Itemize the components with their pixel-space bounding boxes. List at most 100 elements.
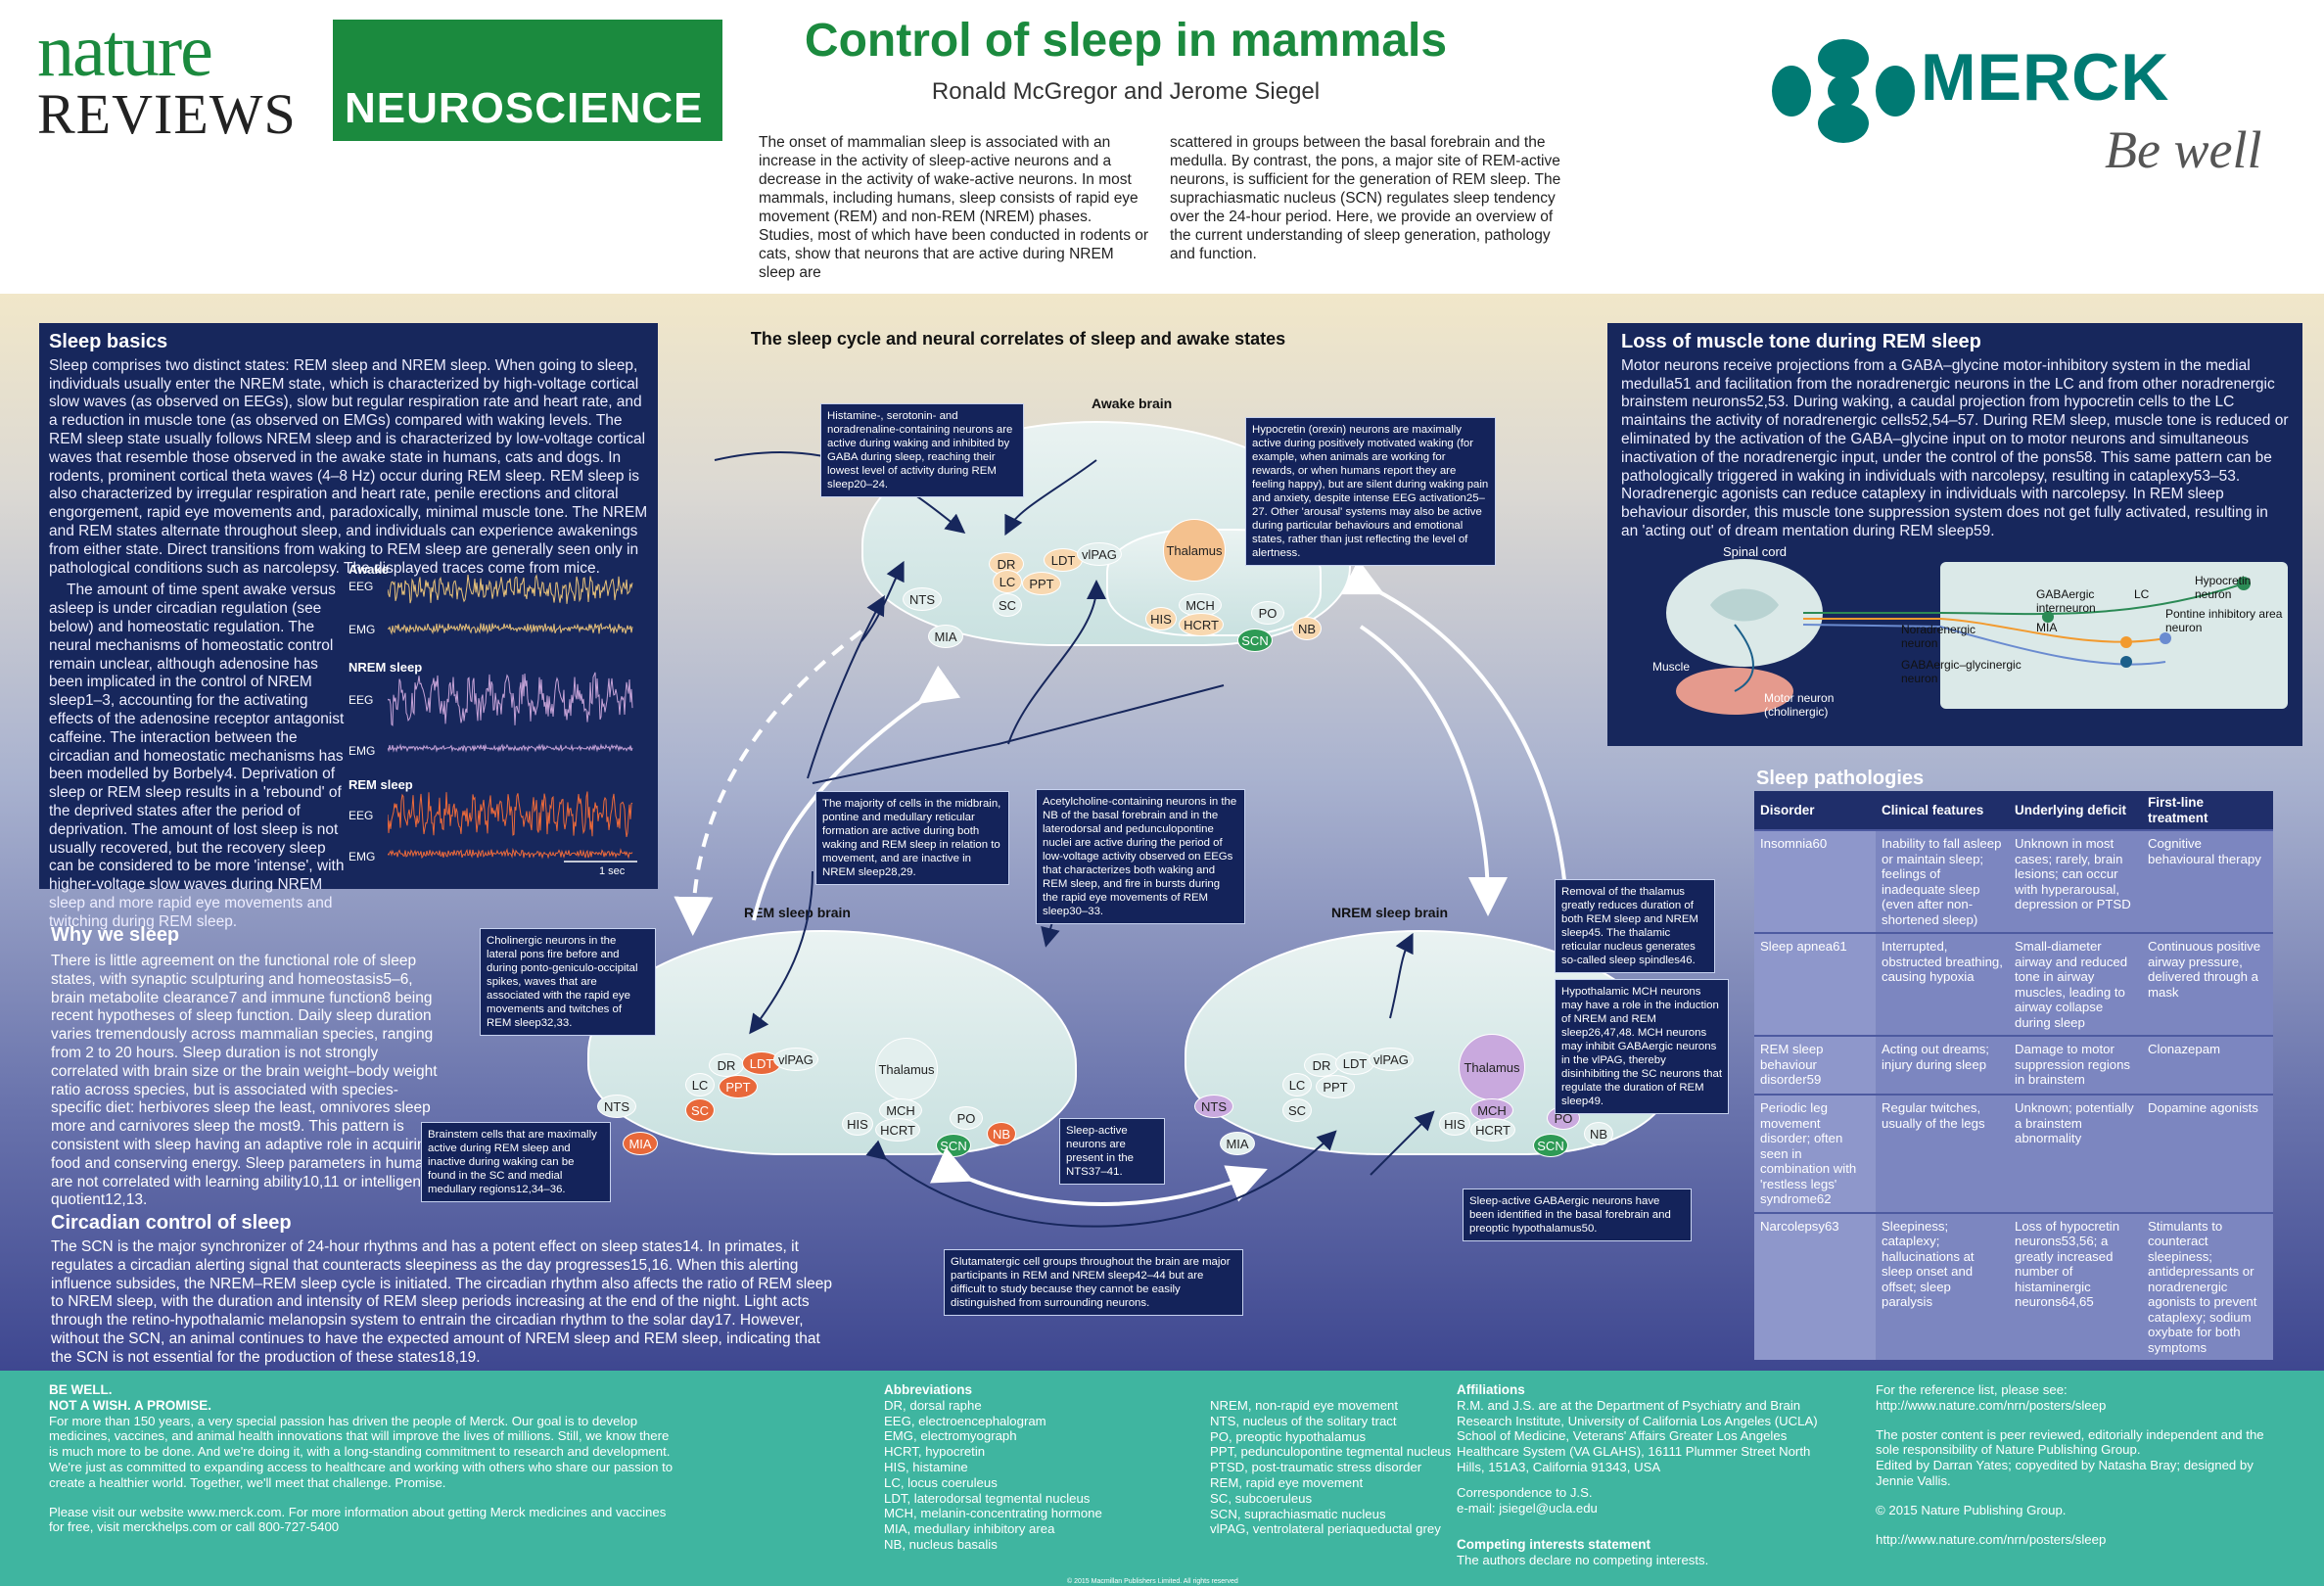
cell-deficit: Unknown; potentially a brainstem abnorma…: [2009, 1094, 2142, 1213]
rem-ppt: PPT: [719, 1075, 758, 1098]
reviews-logo: REVIEWS: [37, 82, 297, 146]
table-row: Sleep apnea61 Interrupted, obstructed br…: [1754, 932, 2273, 1036]
competing-interests-text: The authors declare no competing interes…: [1457, 1553, 1709, 1568]
col-clinical: Clinical features: [1876, 791, 2009, 830]
cell-clinical: Interrupted, obstructed breathing, causi…: [1876, 932, 2009, 1036]
copyright: © 2015 Nature Publishing Group.: [1876, 1502, 2067, 1517]
abbr-item: EEG, electroencephalogram: [884, 1413, 1046, 1428]
rem-vlpag: vlPAG: [773, 1048, 818, 1071]
rem-lc: LC: [685, 1073, 715, 1096]
trace-emg-label-3: EMG: [349, 850, 376, 863]
rem-brain: [587, 930, 1077, 1155]
abbr-item: SCN, suprachiasmatic nucleus: [1210, 1506, 1386, 1521]
sleep-basics-p2: The amount of time spent awake versus as…: [49, 582, 345, 930]
callout-acetylcholine: Acetylcholine-containing neurons in the …: [1036, 789, 1245, 924]
awake-ppt: PPT: [1022, 572, 1061, 595]
nrem-nb: NB: [1584, 1122, 1613, 1145]
callout-mch: Hypothalamic MCH neurons may have a role…: [1555, 979, 1729, 1114]
abbr-item: MIA, medullary inhibitory area: [884, 1521, 1055, 1537]
abbr-item: EMG, electromyograph: [884, 1428, 1017, 1444]
nrem-dr: DR: [1304, 1053, 1339, 1077]
trace-rem-label: REM sleep: [349, 777, 413, 792]
cell-deficit: Unknown in most cases; rarely, brain les…: [2009, 829, 2142, 933]
abbr-item: MCH, melanin-concentrating hormone: [884, 1506, 1102, 1521]
email[interactable]: e-mail: jsiegel@ucla.edu: [1457, 1500, 1598, 1516]
trace-nrem-label: NREM sleep: [349, 660, 423, 675]
rem-thalamus: Thalamus: [875, 1038, 938, 1100]
nrem-lc: LC: [1282, 1073, 1312, 1096]
neuroscience-label: NEUROSCIENCE: [345, 84, 704, 132]
awake-lc: LC: [993, 570, 1022, 593]
label-muscle: Muscle: [1652, 660, 1691, 674]
callout-majority: The majority of cells in the midbrain, p…: [815, 791, 1009, 885]
cell-clinical: Sleepiness; cataplexy; hallucinations at…: [1876, 1211, 2009, 1360]
table-row: Periodic leg movement disorder; often se…: [1754, 1094, 2273, 1213]
abbr-item: REM, rapid eye movement: [1210, 1474, 1364, 1490]
cell-deficit: Loss of hypocretin neurons53,56; a great…: [2009, 1211, 2142, 1360]
sleep-basics-title: Sleep basics: [49, 331, 168, 352]
circadian-title: Circadian control of sleep: [51, 1212, 292, 1234]
trace-emg-label-2: EMG: [349, 744, 376, 758]
merck-wordmark: MERCK: [1921, 40, 2170, 115]
awake-nts: NTS: [903, 587, 942, 611]
abbr-item: vlPAG, ventrolateral periaqueductal grey: [1210, 1521, 1441, 1537]
footer-promise: NOT A WISH. A PROMISE.: [49, 1397, 212, 1413]
cell-disorder: Insomnia60: [1754, 829, 1876, 933]
cell-deficit: Small-diameter airway and reduced tone i…: [2009, 932, 2142, 1036]
rem-brain-label: REM sleep brain: [744, 905, 851, 920]
cell-treatment: Stimulants to counteract sleepiness; ant…: [2142, 1211, 2273, 1360]
cell-disorder: Periodic leg movement disorder; often se…: [1754, 1094, 1876, 1213]
awake-scn: SCN: [1237, 629, 1273, 652]
cell-treatment: Dopamine agonists: [2142, 1094, 2273, 1213]
cell-clinical: Regular twitches, usually of the legs: [1876, 1094, 2009, 1213]
footer-ref-col: For the reference list, please see: http…: [1876, 1382, 2287, 1547]
cell-clinical: Inability to fall asleep or maintain sle…: [1876, 829, 2009, 933]
label-hypocretin: Hypocretin neuron: [2195, 574, 2252, 601]
eeg-traces: Awake EEG EMG NREM sleep EEG EMG REM sle…: [333, 558, 646, 887]
why-sleep-section: Why we sleep There is little agreement o…: [51, 924, 442, 1210]
trace-eeg-label-3: EEG: [349, 809, 374, 822]
trace-scale-label: 1 sec: [599, 865, 626, 877]
intro-col-1: The onset of mammalian sleep is associat…: [759, 134, 1149, 281]
nrem-vlpag: vlPAG: [1369, 1048, 1414, 1071]
correspondence: Correspondence to J.S.: [1457, 1484, 1593, 1500]
poster-link[interactable]: http://www.nature.com/nrn/posters/sleep: [1876, 1531, 2107, 1547]
ref-link[interactable]: http://www.nature.com/nrn/posters/sleep: [1876, 1397, 2107, 1413]
abbr-item: LC, locus coeruleus: [884, 1474, 998, 1490]
trace-emg-label-1: EMG: [349, 623, 376, 636]
muscle-tone-text: Motor neurons receive projections from a…: [1621, 356, 2289, 539]
table-row: Narcolepsy63 Sleepiness; cataplexy; hall…: [1754, 1211, 2273, 1360]
abbr-title: Abbreviations: [884, 1382, 973, 1397]
footer-abbr-col-1: Abbreviations DR, dorsal raphe EEG, elec…: [884, 1382, 1236, 1553]
rem-nts: NTS: [597, 1095, 636, 1118]
rem-mia: MIA: [623, 1132, 658, 1155]
cell-deficit: Damage to motor suppression regions in b…: [2009, 1035, 2142, 1095]
poster-title: Control of sleep in mammals: [804, 15, 1448, 67]
edited-text: Edited by Darran Yates; copyedited by Na…: [1876, 1458, 2254, 1488]
awake-hcrt: HCRT: [1179, 613, 1224, 636]
awake-vlpag: vlPAG: [1077, 542, 1122, 566]
cell-clinical: Acting out dreams; injury during sleep: [1876, 1035, 2009, 1095]
awake-thalamus: Thalamus: [1163, 519, 1226, 582]
abbr-item: NREM, non-rapid eye movement: [1210, 1398, 1399, 1413]
sleep-basics-panel: Sleep basics Sleep comprises two distinc…: [39, 323, 658, 930]
nrem-brain-label: NREM sleep brain: [1331, 905, 1449, 920]
circadian-text: The SCN is the major synchronizer of 24-…: [51, 1238, 833, 1366]
nrem-nts: NTS: [1194, 1095, 1233, 1118]
callout-brainstem: Brainstem cells that are maximally activ…: [421, 1122, 611, 1202]
pathologies-header-row: Disorder Clinical features Underlying de…: [1754, 791, 2273, 830]
trace-eeg-label-2: EEG: [349, 693, 374, 707]
rem-sc: SC: [685, 1098, 715, 1122]
callout-thalamus-removal: Removal of the thalamus greatly reduces …: [1555, 879, 1715, 973]
abbr-item: DR, dorsal raphe: [884, 1397, 982, 1413]
trace-eeg-label-1: EEG: [349, 580, 374, 593]
col-deficit: Underlying deficit: [2009, 791, 2142, 830]
muscle-diagram: Spinal cord Noradrenergic neuron GABAerg…: [1617, 544, 2293, 736]
label-mia: MIA: [2036, 621, 2058, 634]
footer-merck-visit: Please visit our website www.merck.com. …: [49, 1504, 667, 1535]
nature-logo: nature: [37, 10, 213, 92]
muscle-diagram-svg: [1666, 559, 2251, 715]
awake-his: HIS: [1145, 607, 1177, 630]
cell-disorder: Narcolepsy63: [1754, 1211, 1876, 1360]
label-lc: LC: [2134, 587, 2150, 601]
